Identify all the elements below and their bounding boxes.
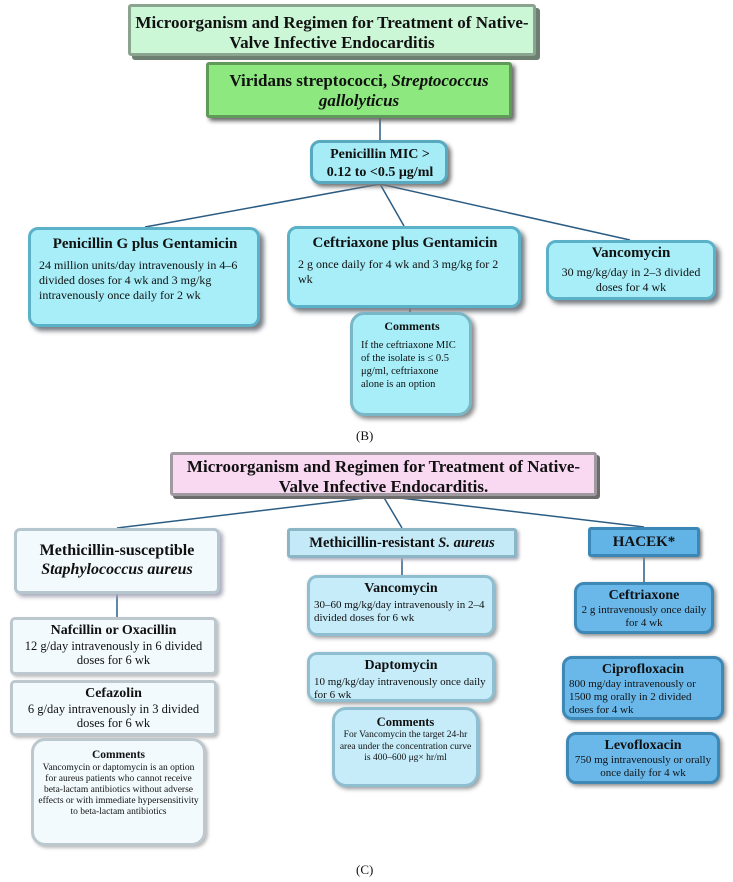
connector-mic-vancomycin	[379, 183, 631, 241]
organism-italic: Streptococcus gallolyticus	[318, 71, 489, 110]
mssa-line2: Staphylococcus aureus	[41, 561, 193, 578]
hacek-box: HACEK*	[588, 527, 700, 557]
regimen-detail: 2 g once daily for 4 wk and 3 mg/kg for …	[298, 257, 499, 286]
mrsa-regimen-vancomycin: Vancomycin 30–60 mg/kg/day intravenously…	[307, 575, 495, 636]
mssa-line1: Methicillin-susceptible	[39, 542, 195, 559]
ceftriaxone-comments-box: Comments If the ceftriaxone MIC of the i…	[350, 312, 472, 416]
regimen-name: Ceftriaxone	[608, 588, 680, 603]
comments-text: For Vancomycin the target 24-hr area und…	[339, 730, 472, 763]
regimen-detail: 30–60 mg/kg/day intravenously in 2–4 div…	[314, 599, 485, 624]
mrsa-italic: S. aureus	[438, 535, 495, 551]
comments-title: Comments	[384, 319, 440, 333]
comments-text: If the ceftriaxone MIC of the isolate is…	[361, 340, 456, 390]
organism-plain: Viridans streptococci,	[229, 71, 392, 90]
regimen-detail: 12 g/day intravenously in 6 divided dose…	[24, 639, 203, 667]
organism-box: Viridans streptococci, Streptococcus gal…	[206, 62, 512, 118]
regimen-detail: 30 mg/kg/day in 2–3 divided doses for 4 …	[561, 265, 701, 294]
hacek-regimen-ceftriaxone: Ceftriaxone 2 g intravenously once daily…	[574, 582, 714, 634]
panel-b-label: (B)	[356, 428, 374, 443]
hacek-regimen-levofloxacin: Levofloxacin 750 mg intravenously or ora…	[566, 732, 720, 784]
mssa-box: Methicillin-susceptible Staphylococcus a…	[14, 528, 220, 594]
mrsa-box: Methicillin-resistant S. aureus	[287, 528, 517, 558]
regimen-name: Cefazolin	[85, 686, 142, 701]
regimen-detail: 750 mg intravenously or orally once dail…	[574, 754, 712, 779]
regimen-name: Nafcillin or Oxacillin	[50, 623, 177, 638]
regimen-detail: 6 g/day intravenously in 3 divided doses…	[27, 702, 200, 730]
regimen-detail: 24 million units/day intravenously in 4–…	[39, 258, 238, 302]
regimen-detail: 2 g intravenously once daily for 4 wk	[581, 604, 707, 629]
regimen-name: Ceftriaxone plus Gentamicin	[312, 235, 498, 251]
panel-c-label: (C)	[356, 862, 374, 877]
connector-mic-ceftriaxone	[379, 183, 405, 227]
panel-c-title: Microorganism and Regimen for Treatment …	[170, 452, 597, 496]
mssa-regimen-nafcillin: Nafcillin or Oxacillin 12 g/day intraven…	[10, 617, 217, 675]
mssa-regimen-cefazolin: Cefazolin 6 g/day intravenously in 3 div…	[10, 680, 217, 736]
regimen-detail: 10 mg/kg/day intravenously once daily fo…	[314, 676, 486, 701]
regimen-name: Levofloxacin	[604, 738, 682, 753]
regimen-penicillin-box: Penicillin G plus Gentamicin 24 million …	[28, 227, 260, 327]
regimen-name: Ciprofloxacin	[601, 662, 685, 677]
mic-box: Penicillin MIC > 0.12 to <0.5 μg/ml	[310, 140, 448, 184]
panel-b-title: Microorganism and Regimen for Treatment …	[128, 4, 536, 56]
comments-text: Vancomycin or daptomycin is an option fo…	[38, 763, 199, 817]
connector-title-mrsa	[382, 495, 403, 529]
connector-mic-penicillin	[144, 183, 381, 228]
regimen-name: Vancomycin	[364, 581, 438, 596]
connector-title-hacek	[382, 495, 645, 528]
regimen-vancomycin-box: Vancomycin 30 mg/kg/day in 2–3 divided d…	[546, 240, 716, 300]
regimen-name: Penicillin G plus Gentamicin	[52, 236, 238, 252]
regimen-name: Daptomycin	[364, 658, 438, 673]
hacek-regimen-ciprofloxacin: Ciprofloxacin 800 mg/day intravenously o…	[562, 656, 724, 720]
regimen-name: Vancomycin	[591, 245, 671, 261]
regimen-ceftriaxone-box: Ceftriaxone plus Gentamicin 2 g once dai…	[287, 226, 521, 308]
mssa-comments-box: Comments Vancomycin or daptomycin is an …	[31, 738, 206, 846]
connector-title-mssa	[116, 495, 384, 529]
regimen-detail: 800 mg/day intravenously or 1500 mg oral…	[569, 678, 696, 716]
comments-title: Comments	[376, 715, 435, 729]
comments-title: Comments	[91, 749, 146, 761]
mrsa-comments-box: Comments For Vancomycin the target 24-hr…	[332, 707, 479, 787]
mrsa-regimen-daptomycin: Daptomycin 10 mg/kg/day intravenously on…	[307, 652, 495, 702]
mrsa-plain: Methicillin-resistant	[309, 535, 439, 551]
